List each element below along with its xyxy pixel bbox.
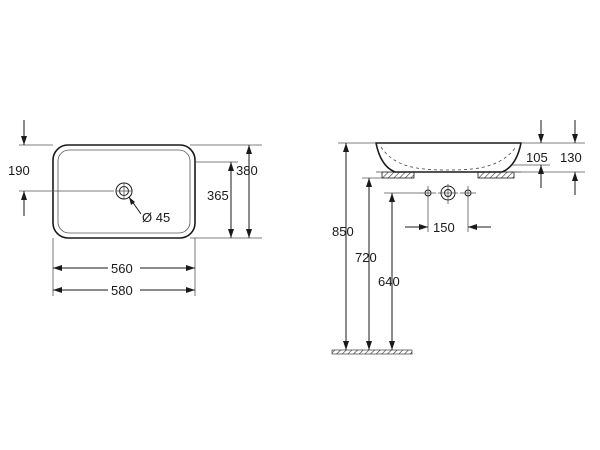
dim-190: [19, 120, 58, 216]
outlet-diameter-label: Ø 45: [142, 210, 170, 225]
dim-380-label: 380: [236, 163, 258, 178]
dim-560-label: 560: [111, 261, 133, 276]
countertop-right: [477, 171, 515, 179]
basin-outer-rim: [52, 144, 196, 239]
dim-130-label: 130: [560, 150, 582, 165]
drain-center-icon: [438, 184, 458, 204]
basin-inner-rim: [57, 149, 191, 234]
dim-850-720-640: [338, 142, 420, 350]
dim-190-label: 190: [8, 163, 30, 178]
countertop-left: [381, 171, 415, 179]
dim-580-label: 580: [111, 283, 133, 298]
dim-850-label: 850: [332, 224, 354, 239]
dim-720-label: 720: [355, 250, 377, 265]
dim-150-label: 150: [433, 220, 455, 235]
bowl-profile: [375, 142, 522, 173]
dim-105-130: [512, 120, 585, 195]
fixing-left-icon: [420, 186, 436, 200]
dim-150: [405, 200, 491, 232]
bowl-inner-profile: [380, 146, 517, 171]
floor-line: [331, 349, 413, 355]
outlet-drain: [58, 182, 142, 215]
dim-365-label: 365: [207, 188, 229, 203]
side-view: 150 105 130: [331, 120, 585, 355]
fixing-right-icon: [460, 186, 476, 200]
dim-105-label: 105: [526, 150, 548, 165]
dim-365-380: [190, 144, 262, 239]
top-view: Ø 45 190 365 380: [8, 120, 262, 298]
fixing-symbols: [420, 184, 476, 204]
dim-640-label: 640: [378, 274, 400, 289]
dim-560-580: [52, 238, 196, 296]
